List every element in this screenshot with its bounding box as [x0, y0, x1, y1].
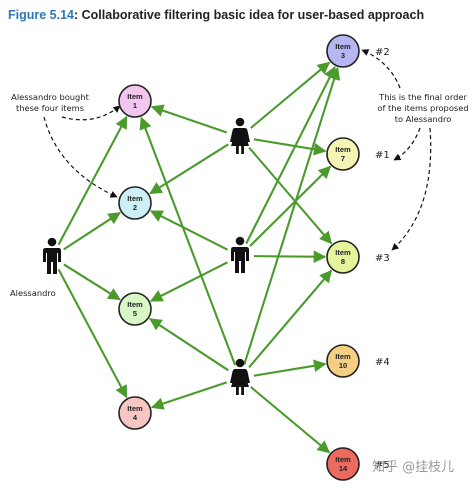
item-10-node: Item 10	[326, 344, 360, 378]
item-10-word: Item	[335, 352, 351, 361]
item-5-circle	[118, 292, 152, 326]
item-14-number: 14	[339, 464, 348, 473]
rank-label-item-3: #2	[375, 47, 390, 58]
item-2-circle	[118, 186, 152, 220]
annotation-right-line-3: to Alessandro	[395, 114, 452, 124]
item-10-circle	[326, 344, 360, 378]
annotation-right-line-2: of the items proposed	[377, 103, 468, 113]
item-8-circle	[326, 240, 360, 274]
item-14-node: Item 14	[326, 447, 360, 481]
item-8-number: 8	[341, 257, 345, 266]
edge-userBot-to-item5	[148, 318, 229, 372]
edge-userTop-to-item8	[248, 146, 333, 245]
edge-userBot-to-item14	[250, 386, 331, 454]
item-8-node: Item 8	[326, 240, 360, 274]
figure-number: Figure 5.14	[8, 8, 74, 22]
edge-alessandro-to-item1	[57, 115, 128, 246]
item-3-circle	[326, 34, 360, 68]
item-4-number: 4	[133, 413, 138, 422]
edge-alessandro-to-item2	[63, 211, 121, 251]
figure-caption: : Collaborative filtering basic idea for…	[74, 8, 425, 22]
item-8-word: Item	[335, 248, 351, 257]
item-7-word: Item	[335, 145, 351, 154]
item-7-number: 7	[341, 154, 345, 163]
item-1-number: 1	[133, 101, 137, 110]
item-5-word: Item	[127, 300, 143, 309]
item-2-number: 2	[133, 203, 137, 212]
edge-userTop-to-item7	[253, 138, 327, 156]
item-3-number: 3	[341, 51, 345, 60]
rank-label-item-7: #1	[375, 150, 390, 161]
alessandro-label: Alessandro	[10, 288, 56, 298]
annotation-arrow-to-item-7	[393, 127, 421, 161]
edge-userBot-to-item3	[243, 66, 341, 365]
edge-userTop-to-item3	[250, 61, 331, 129]
edge-alessandro-to-item4	[57, 268, 128, 399]
edge-userMid-to-item8	[253, 250, 327, 264]
user-top-female-icon	[230, 117, 250, 154]
edge-userMid-to-item5	[149, 261, 228, 302]
annotation-arrow-to-item-8	[391, 127, 432, 251]
annotation-left-line-2: these four items	[16, 103, 84, 113]
edge-userTop-to-item2	[149, 143, 229, 195]
user-alessandro: Alessandro	[10, 237, 61, 298]
rank-label-item-8: #3	[375, 253, 390, 264]
watermark: 知乎 @挂枝儿	[372, 459, 454, 475]
item-4-node: Item 4	[118, 396, 152, 430]
edge-userMid-to-item3	[245, 65, 336, 244]
annotation-arrows-layer	[43, 49, 432, 251]
rank-label-item-10: #4	[375, 357, 390, 368]
edge-userMid-to-item2	[149, 210, 228, 251]
item-7-circle	[326, 137, 360, 171]
item-1-word: Item	[127, 92, 143, 101]
edge-userBot-to-item1	[139, 116, 237, 366]
item-3-word: Item	[335, 42, 351, 51]
annotation-left-line-1: Alessandro bought	[11, 92, 89, 102]
item-7-node: Item 7	[326, 137, 360, 171]
item-3-node: Item 3	[326, 34, 360, 68]
item-14-circle	[326, 447, 360, 481]
item-1-node: Item 1	[118, 84, 152, 118]
item-4-circle	[118, 396, 152, 430]
user-bottom-female-icon	[230, 358, 250, 395]
item-2-node: Item 2	[118, 186, 152, 220]
item-10-number: 10	[339, 361, 347, 370]
annotation-arrow-to-item-1	[61, 105, 121, 121]
edges-layer	[57, 61, 341, 454]
item-2-word: Item	[127, 194, 143, 203]
edge-userMid-to-item7	[249, 165, 332, 247]
figure-title: Figure 5.14: Collaborative filtering bas…	[8, 8, 468, 22]
item-4-word: Item	[127, 404, 143, 413]
annotation-arrow-to-item-2	[43, 116, 118, 198]
edge-userBot-to-item10	[253, 359, 327, 377]
edge-userBot-to-item4	[150, 381, 228, 410]
item-1-circle	[118, 84, 152, 118]
annotation-arrow-to-item-3	[361, 49, 401, 89]
item-14-word: Item	[335, 455, 351, 464]
edge-alessandro-to-item5	[63, 263, 121, 301]
edge-userBot-to-item8	[248, 269, 333, 369]
item-5-number: 5	[133, 309, 137, 318]
edge-userTop-to-item1	[150, 104, 228, 134]
annotation-right-line-1: This is the final order	[378, 92, 467, 102]
rank-label-item-14: #5	[375, 460, 390, 471]
item-5-node: Item 5	[118, 292, 152, 326]
